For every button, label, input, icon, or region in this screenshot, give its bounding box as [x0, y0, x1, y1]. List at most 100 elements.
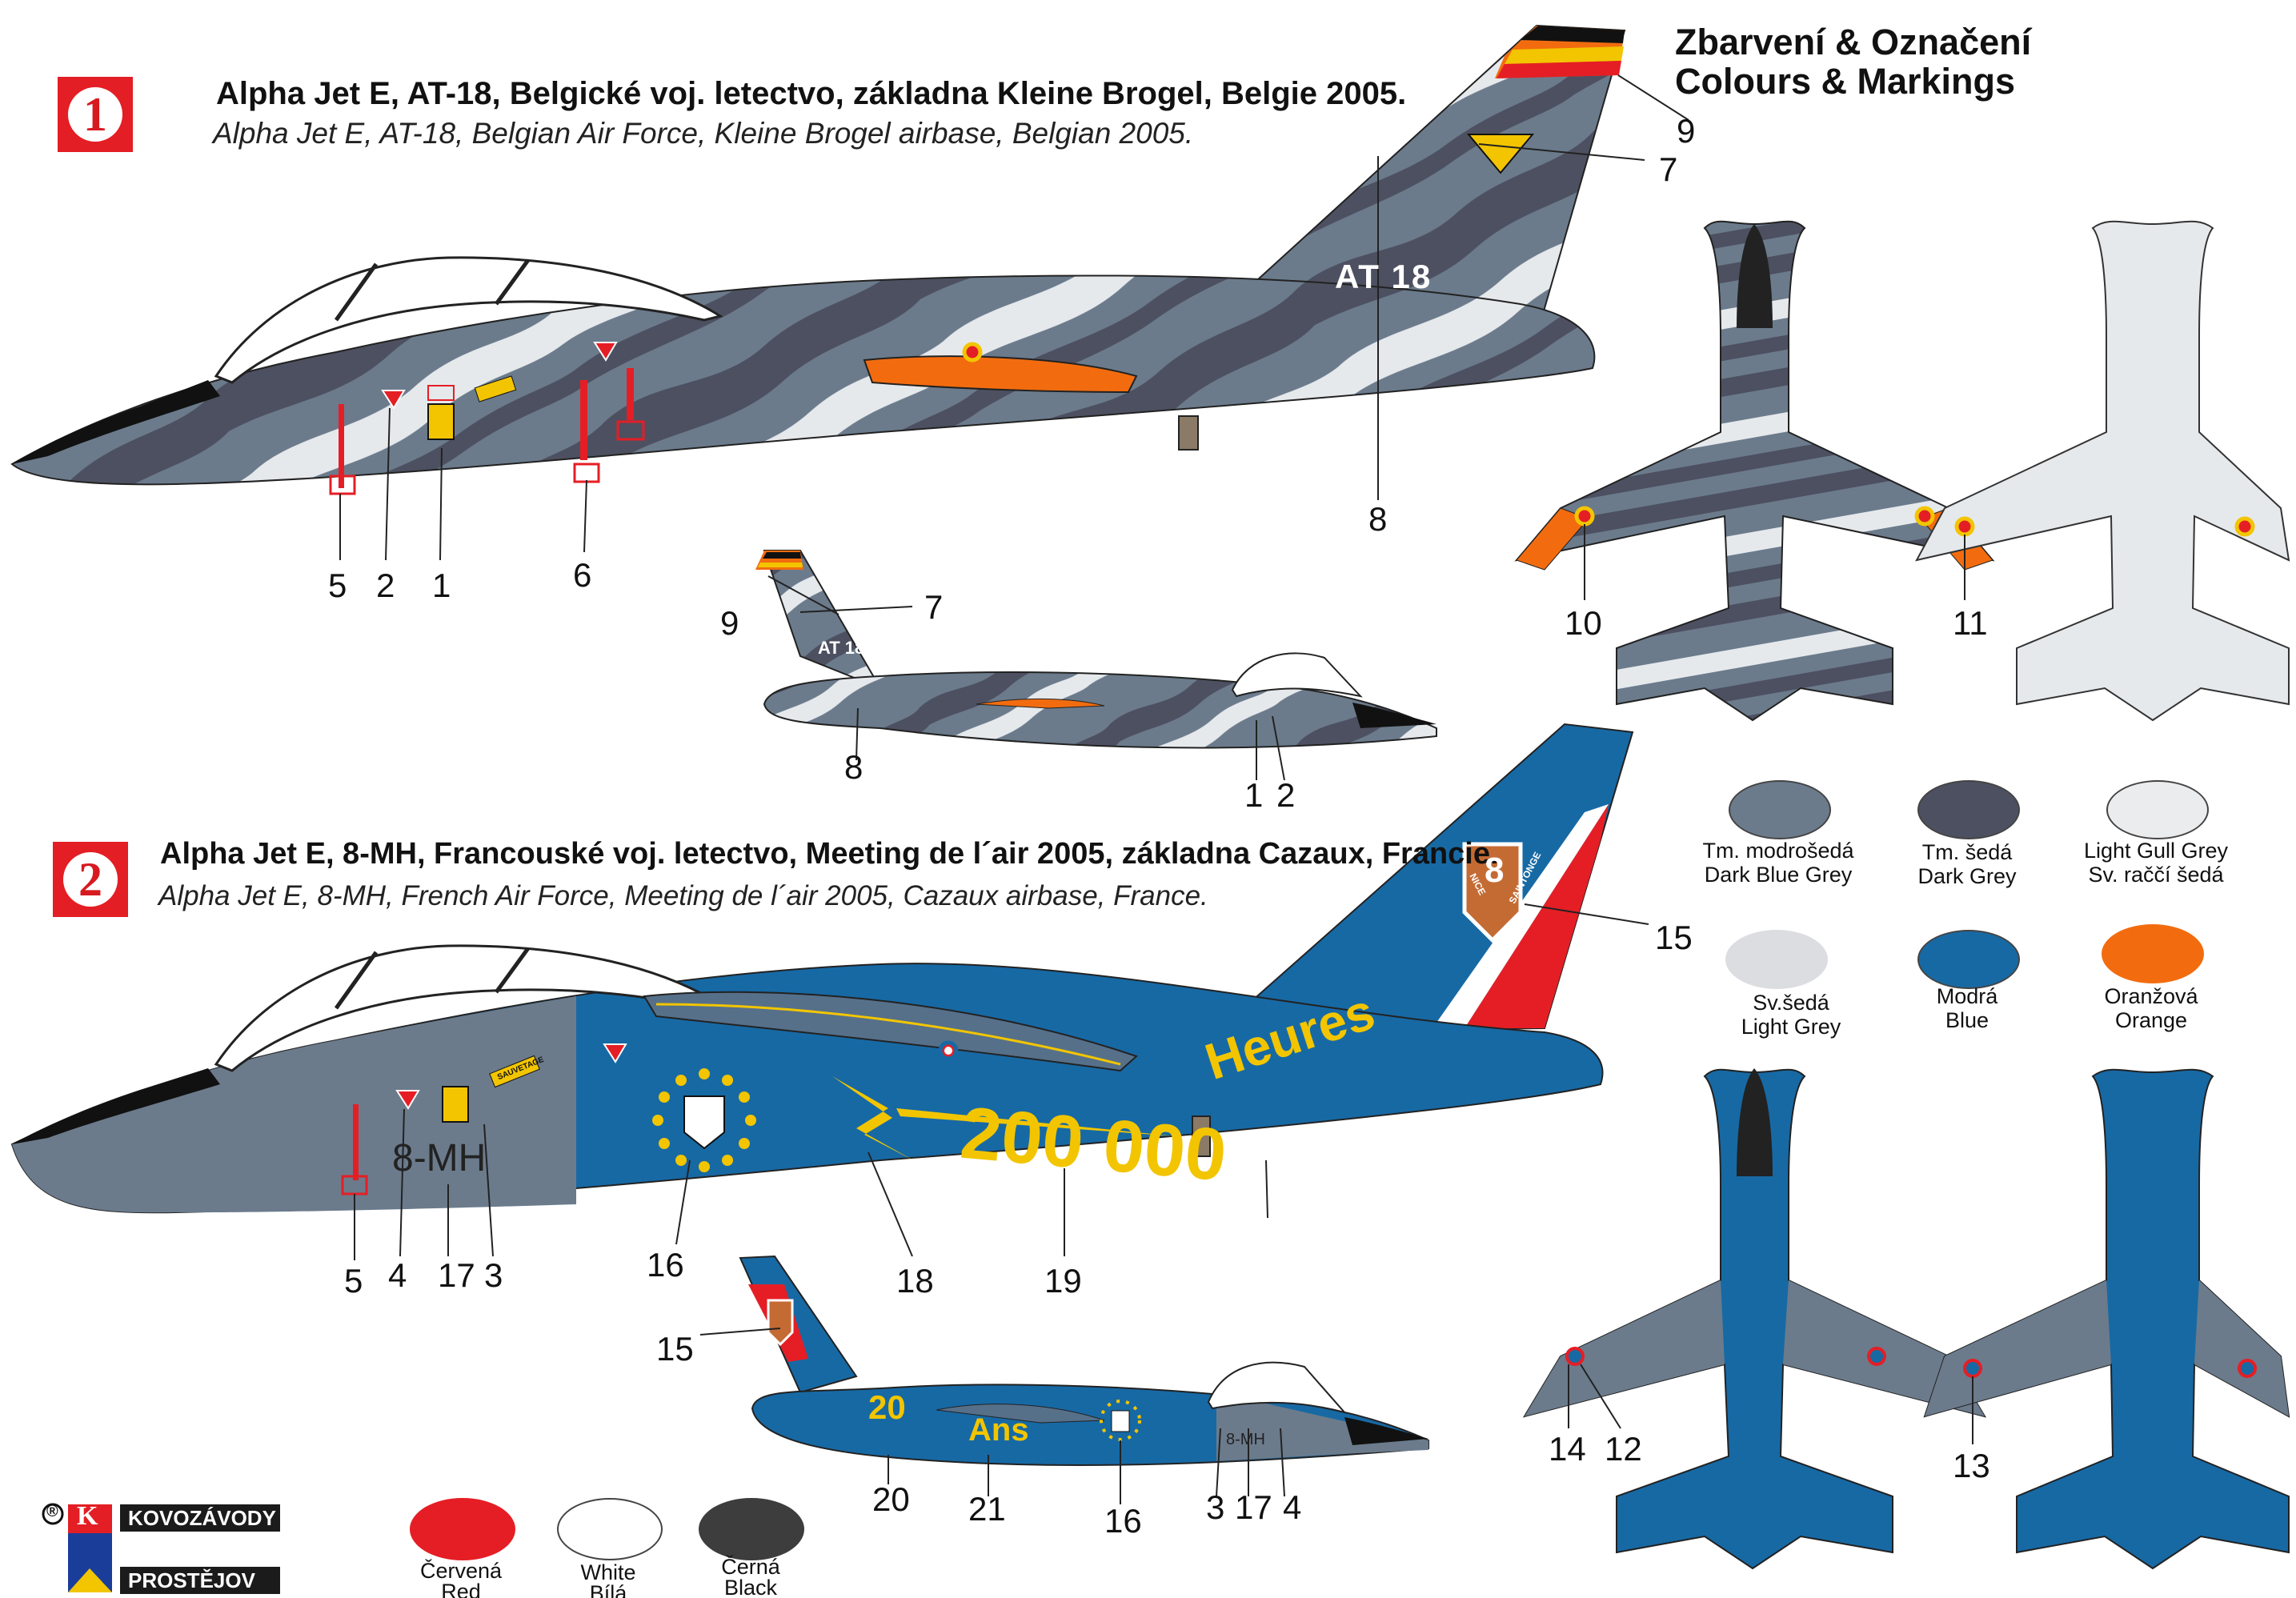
- swatch-label-cz: Oranžová: [2104, 984, 2198, 1008]
- callout-s1-11: 11: [1953, 604, 1988, 642]
- swatch-orange: [2102, 924, 2204, 983]
- swatch-label-blue: Modrá Blue: [1879, 984, 2055, 1032]
- callout-s2-small-3: 3: [1206, 1488, 1225, 1526]
- swatch-white: [557, 1498, 663, 1560]
- swatch-black: [699, 1498, 804, 1560]
- callout-s1-10: 10: [1565, 604, 1602, 642]
- s1-top-view: [1514, 220, 1995, 722]
- header-title-en: Colours & Markings: [1675, 61, 2016, 102]
- swatch-label-red: Červená Red: [381, 1560, 541, 1598]
- header-title-cz: Zbarvení & Označení: [1675, 22, 2032, 62]
- swatch-light-grey: [1725, 930, 1828, 989]
- logo-line-1: KOVOZÁVODY: [120, 1504, 280, 1532]
- callout-s2-19: 19: [1044, 1262, 1082, 1300]
- swatch-light-gull-grey: [2106, 780, 2209, 839]
- s1-small-side-view: [755, 550, 1437, 781]
- scheme-2-number: 2: [63, 852, 118, 907]
- s1-small-tail-code: AT 18: [818, 638, 865, 658]
- callout-s2-small-16: 16: [1104, 1502, 1142, 1540]
- swatch-label-cz: Tm. šedá: [1921, 840, 2013, 864]
- callout-s2-small-17: 17: [1235, 1488, 1272, 1526]
- swatch-label-en: Black: [723, 1576, 778, 1598]
- callout-s2-4: 4: [388, 1256, 407, 1294]
- callout-s1-7: 7: [1659, 150, 1678, 188]
- callout-s2-17: 17: [438, 1256, 475, 1294]
- swatch-label-cz: Sv.šedá: [1753, 991, 1829, 1015]
- callout-s1-small-7: 7: [924, 588, 944, 626]
- callout-s1-6: 6: [573, 556, 592, 594]
- callout-s2-15: 15: [1655, 919, 1693, 956]
- swatch-label-light-grey: Sv.šedá Light Grey: [1703, 991, 1879, 1039]
- callout-s2-14: 14: [1549, 1430, 1586, 1468]
- s2-bottom-view: [1923, 1068, 2290, 1570]
- s1-bottom-view: [1915, 220, 2290, 722]
- scheme-2-title-cz: Alpha Jet E, 8-MH, Francouské voj. letec…: [160, 837, 1499, 871]
- logo-registered-mark: ®: [46, 1503, 58, 1520]
- callout-s2-small-4: 4: [1283, 1488, 1302, 1526]
- swatch-label-cz: Černá: [721, 1555, 780, 1579]
- swatch-red: [410, 1498, 515, 1560]
- logo-line-2: PROSTĚJOV: [120, 1567, 280, 1594]
- scheme-2-title-en: Alpha Jet E, 8-MH, French Air Force, Mee…: [158, 880, 1208, 911]
- swatch-label-en: Blue: [1945, 1008, 1989, 1032]
- s2-small-anniv-ans: Ans: [968, 1412, 1029, 1448]
- swatch-label-en: Red: [441, 1580, 481, 1598]
- swatch-dark-blue-grey: [1729, 780, 1831, 839]
- swatch-label-orange: Oranžová Orange: [2063, 984, 2239, 1032]
- scheme-1-title-cz: Alpha Jet E, AT-18, Belgické voj. letect…: [216, 76, 1407, 111]
- swatch-label-en: Sv. raččí šedá: [2088, 863, 2224, 887]
- swatch-label-cz: Light Gull Grey: [2083, 839, 2229, 863]
- kovozavody-logo-graphic: [42, 1503, 280, 1592]
- callout-s1-2: 2: [376, 567, 395, 604]
- swatch-label-dark-grey: Tm. šedá Dark Grey: [1879, 840, 2055, 888]
- callout-s1-9: 9: [1677, 112, 1696, 150]
- s2-side-view: [10, 723, 1649, 1260]
- callout-s2-3: 3: [484, 1256, 503, 1294]
- swatch-label-en: Light Grey: [1741, 1015, 1841, 1039]
- s2-small-anniv-20: 20: [868, 1388, 906, 1426]
- swatch-blue: [1917, 930, 2020, 989]
- swatch-label-en: Dark Grey: [1917, 864, 2017, 888]
- callout-s2-12: 12: [1605, 1430, 1642, 1468]
- callout-s1-small-9: 9: [720, 604, 739, 642]
- callout-s1-small-2: 2: [1276, 776, 1296, 814]
- stars-ring-emblem: [652, 1068, 756, 1172]
- callout-s1-5: 5: [328, 567, 347, 604]
- swatch-label-light-gull-grey: Light Gull Grey Sv. raččí šedá: [2068, 839, 2244, 887]
- swatch-label-en: Bílá: [589, 1581, 627, 1598]
- s2-badge-digit: 8: [1485, 851, 1505, 890]
- scheme-2-badge: 2: [53, 842, 128, 917]
- s1-canopy: [214, 256, 723, 384]
- callout-s2-16: 16: [647, 1246, 684, 1284]
- scheme-1-title-en: Alpha Jet E, AT-18, Belgian Air Force, K…: [213, 117, 1194, 150]
- callout-s2-5: 5: [344, 1262, 363, 1300]
- callout-s1-small-8: 8: [844, 748, 864, 786]
- s2-fuselage-code: 8-MH: [392, 1137, 487, 1179]
- callout-s2-small-15: 15: [656, 1330, 694, 1368]
- callout-s2-small-21: 21: [968, 1490, 1006, 1528]
- callout-s1-1: 1: [432, 567, 451, 604]
- s1-side-view: [10, 24, 1689, 561]
- swatch-label-en: Orange: [2114, 1008, 2188, 1032]
- swatch-label-white: White Bílá: [528, 1562, 688, 1598]
- s1-tail-code: AT 18: [1335, 258, 1432, 295]
- swatch-label-dark-blue-grey: Tm. modrošedá Dark Blue Grey: [1690, 839, 1866, 887]
- callout-s2-18: 18: [896, 1262, 934, 1300]
- swatch-label-cz: Červená: [419, 1559, 503, 1583]
- callout-s2-13: 13: [1953, 1447, 1990, 1484]
- s2-top-view: [1522, 1068, 1987, 1570]
- logo-letter: K: [77, 1501, 98, 1531]
- s2-small-fuselage-code: 8-MH: [1226, 1431, 1265, 1448]
- s2-small-side-view: [699, 1255, 1429, 1504]
- swatch-dark-grey: [1917, 780, 2020, 839]
- scheme-1-badge: 1: [58, 77, 133, 152]
- scheme-1-number: 1: [68, 87, 122, 142]
- callout-s1-8: 8: [1368, 500, 1388, 538]
- callout-s1-small-1: 1: [1244, 776, 1264, 814]
- swatch-label-cz: Modrá: [1936, 984, 1998, 1008]
- swatch-label-cz: Tm. modrošedá: [1702, 839, 1854, 863]
- swatch-label-cz: White: [580, 1560, 636, 1584]
- swatch-label-en: Dark Blue Grey: [1704, 863, 1853, 887]
